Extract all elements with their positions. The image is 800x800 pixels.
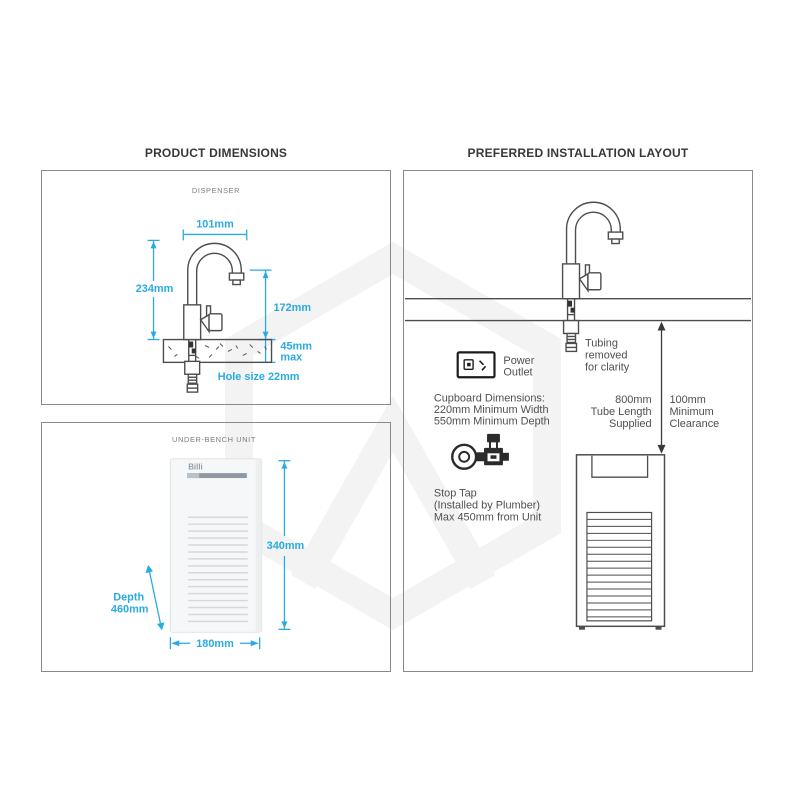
benchtop-speckles — [168, 343, 267, 359]
benchtop-section — [162, 338, 273, 364]
tube-length-note-1: 800mm — [615, 394, 651, 406]
dim-overall-height-label: 234mm — [136, 283, 174, 295]
dim-hole-size-label: Hole size 22mm — [218, 371, 300, 383]
dim-arrowhead — [150, 241, 157, 249]
tube-length-note-3: Supplied — [609, 418, 652, 430]
dim-spout-width-label: 101mm — [196, 219, 234, 231]
watermark-hexagon — [225, 241, 561, 631]
cupboard-note-3: 550mm Minimum Depth — [434, 415, 550, 427]
dim-bench-thickness-label: 45mm — [280, 340, 312, 352]
power-outlet-label-1: Power — [503, 355, 534, 367]
cupboard-note-1: Cupboard Dimensions: — [434, 393, 545, 405]
watermark-chevron — [290, 395, 496, 589]
tubing-note-2: removed — [585, 349, 628, 361]
dim-arrowhead — [250, 640, 259, 647]
right-column-heading: PREFERRED INSTALLATION LAYOUT — [467, 146, 689, 160]
underbench-panel-title: UNDER-BENCH UNIT — [172, 435, 256, 444]
dim-unit-height-label: 340mm — [267, 540, 305, 552]
power-outlet-icon — [456, 351, 496, 379]
stop-tap-note-1: Stop Tap — [434, 488, 477, 500]
benchtop-lines — [404, 298, 752, 322]
stop-tap-note-3: Max 450mm from Unit — [434, 511, 541, 523]
dim-unit-depth-line — [148, 571, 162, 624]
dispenser-faucet-drawing — [183, 242, 245, 393]
dim-arrowhead — [281, 621, 288, 629]
dim-unit-height-lines — [278, 460, 291, 630]
underbench-diagram: UNDER-BENCH UNIT Billi — [111, 435, 305, 650]
dim-unit-depth-value: 460mm — [111, 603, 149, 615]
dim-arrowhead — [262, 271, 269, 279]
dim-arrowhead — [145, 564, 154, 574]
unit-brand-logo: Billi — [188, 463, 203, 472]
clearance-note-3: Clearance — [669, 418, 719, 430]
dim-unit-width-label: 180mm — [196, 638, 234, 650]
dim-arrowhead — [171, 640, 180, 647]
stop-tap-note-2: (Installed by Plumber) — [434, 499, 540, 511]
dim-arrowhead — [156, 622, 165, 631]
installation-diagram: Power Outlet Cupboard Dimensions: 220mm … — [404, 201, 752, 630]
dispenser-diagram: DISPENSER 101mm 234mm — [136, 186, 312, 393]
left-column-heading: PRODUCT DIMENSIONS — [144, 146, 288, 160]
dim-outlet-height-label: 172mm — [274, 302, 312, 314]
cupboard-note-2: 220mm Minimum Width — [434, 404, 549, 416]
clearance-note-2: Minimum — [669, 406, 713, 418]
unit-vent-grille — [188, 516, 248, 623]
installation-panel: Power Outlet Cupboard Dimensions: 220mm … — [403, 170, 753, 672]
clearance-arrow — [657, 321, 666, 454]
power-outlet-label-2: Outlet — [503, 367, 532, 379]
unit-control-strip — [187, 473, 247, 479]
dim-bench-thickness-qualifier: max — [280, 351, 302, 363]
dim-arrowhead — [281, 461, 288, 469]
unit-control-strip-accent — [187, 473, 200, 479]
underbench-panel: UNDER-BENCH UNIT Billi — [41, 422, 391, 672]
stop-tap-icon — [451, 433, 509, 470]
installation-faucet-drawing — [561, 201, 624, 353]
dim-spout-width-lines — [182, 229, 248, 241]
clearance-note-1: 100mm — [669, 394, 705, 406]
dispenser-panel-title: DISPENSER — [192, 186, 240, 195]
dispenser-panel: DISPENSER 101mm 234mm — [41, 170, 391, 405]
dim-arrowhead — [150, 331, 157, 339]
dim-arrowhead — [262, 331, 269, 339]
tubing-note-1: Tubing — [585, 337, 618, 349]
tube-length-note-2: Tube Length — [591, 406, 652, 418]
tubing-note-3: for clarity — [585, 361, 630, 373]
underbench-unit-image: Billi — [169, 458, 263, 633]
installation-unit-outline — [575, 454, 666, 630]
dim-unit-depth-label: Depth — [113, 592, 144, 604]
